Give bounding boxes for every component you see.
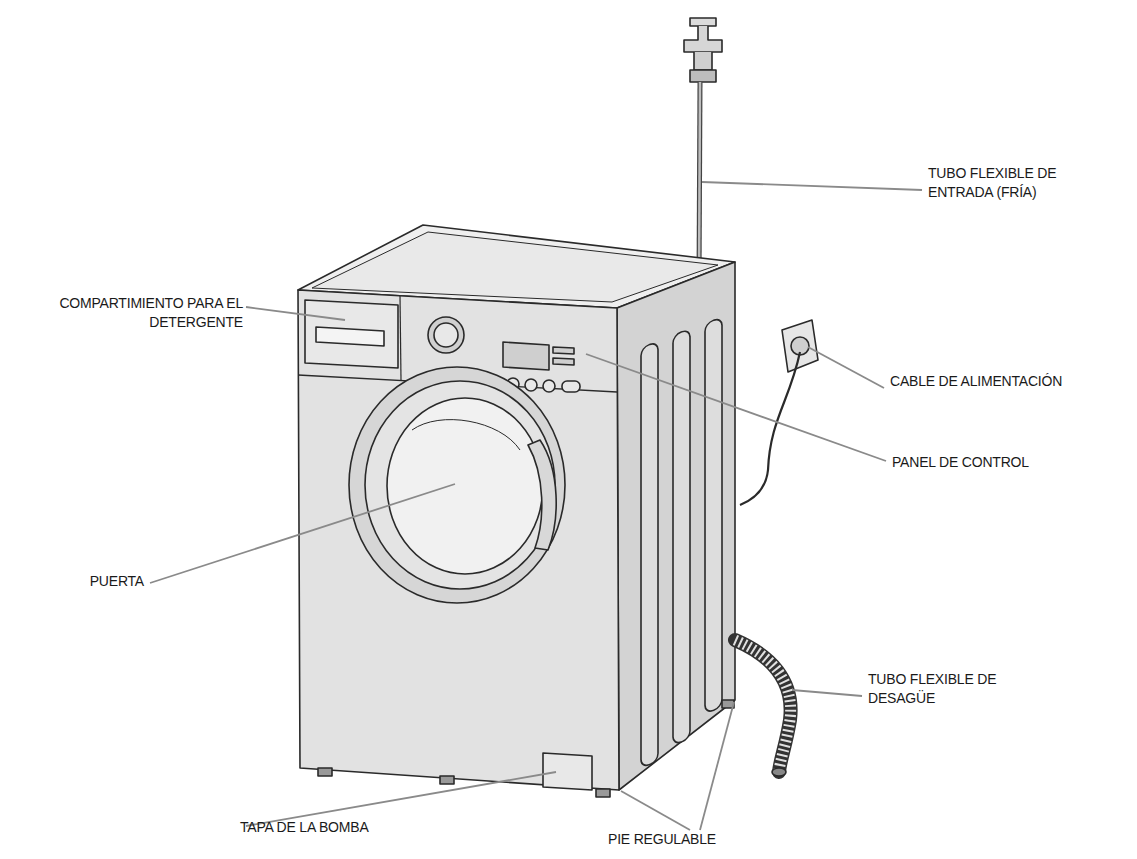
part-label: TUBO FLEXIBLE DE ENTRADA (FRÍA): [928, 164, 1088, 202]
part-label: PANEL DE CONTROL: [892, 453, 1112, 472]
part-label: PIE REGULABLE: [608, 830, 808, 849]
part-label: TAPA DE LA BOMBA: [240, 818, 440, 837]
part-label: PUERTA: [40, 572, 144, 591]
leader-lines: [150, 182, 922, 830]
part-label: TUBO FLEXIBLE DE DESAGÜE: [868, 670, 1028, 708]
part-label: CABLE DE ALIMENTACIÓN: [890, 372, 1120, 391]
part-label: COMPARTIMIENTO PARA EL DETERGENTE: [55, 294, 243, 332]
